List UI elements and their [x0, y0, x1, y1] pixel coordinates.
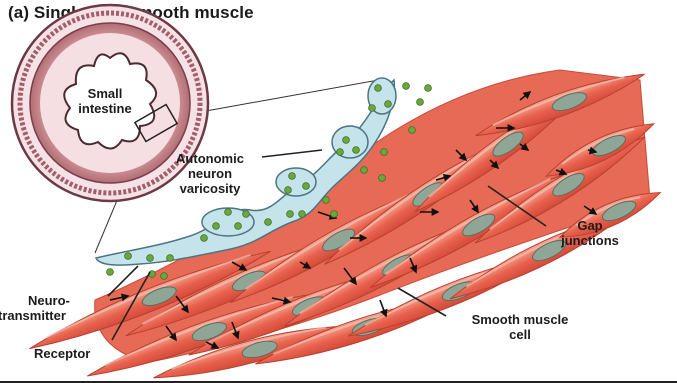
vesicle: [379, 175, 386, 182]
vesicle: [403, 83, 410, 90]
varicosity-label-line3: varicosity: [160, 181, 260, 196]
smooth-muscle-cell-label-line2: cell: [440, 327, 600, 342]
smooth-muscle-cell-label-line1: Smooth muscle: [440, 312, 600, 327]
vesicle: [361, 167, 368, 174]
vesicle: [375, 85, 382, 92]
vesicle: [235, 223, 242, 230]
varicosity-label-line1: Autonomic: [160, 151, 260, 166]
vesicle: [409, 127, 416, 134]
vesicle: [369, 105, 376, 112]
vesicle: [289, 173, 296, 180]
vesicle: [125, 253, 132, 260]
vesicle: [213, 223, 220, 230]
vesicle: [303, 183, 310, 190]
gap-junctions-label-line2: junctions: [540, 233, 640, 248]
varicosity-label-line2: neuron: [160, 166, 260, 181]
vesicle: [285, 187, 292, 194]
small-intestine-label: Small intestine: [60, 86, 150, 116]
vesicle: [385, 101, 392, 108]
vesicle: [225, 209, 232, 216]
vesicle: [331, 211, 338, 218]
neurotransmitter-label-line2: transmitter: [0, 308, 106, 323]
small-intestine-label-line2: intestine: [60, 101, 150, 116]
vesicle: [201, 235, 208, 242]
vesicle: [381, 149, 388, 156]
gap-junctions-label-line1: Gap: [540, 218, 640, 233]
vesicle: [299, 211, 306, 218]
vesicle: [337, 149, 344, 156]
receptor-label: Receptor: [34, 346, 134, 361]
smooth-muscle-cell-label: Smooth muscle cell: [440, 312, 600, 342]
small-intestine-label-line1: Small: [60, 86, 150, 101]
vesicle: [107, 269, 114, 276]
vesicle: [243, 211, 250, 218]
vesicle: [353, 147, 360, 154]
vesicle: [343, 137, 350, 144]
vesicle: [425, 85, 432, 92]
vesicle: [161, 273, 168, 280]
gap-junctions-label: Gap junctions: [540, 218, 640, 248]
varicosity-label: Autonomic neuron varicosity: [160, 151, 260, 196]
vesicle: [167, 255, 174, 262]
vesicle: [287, 211, 294, 218]
vesicle: [417, 99, 424, 106]
neurotransmitter-label: Neuro- transmitter: [0, 293, 106, 323]
vesicle: [147, 255, 154, 262]
vesicle: [323, 197, 330, 204]
neurotransmitter-label-line1: Neuro-: [0, 293, 106, 308]
vesicle: [265, 219, 272, 226]
